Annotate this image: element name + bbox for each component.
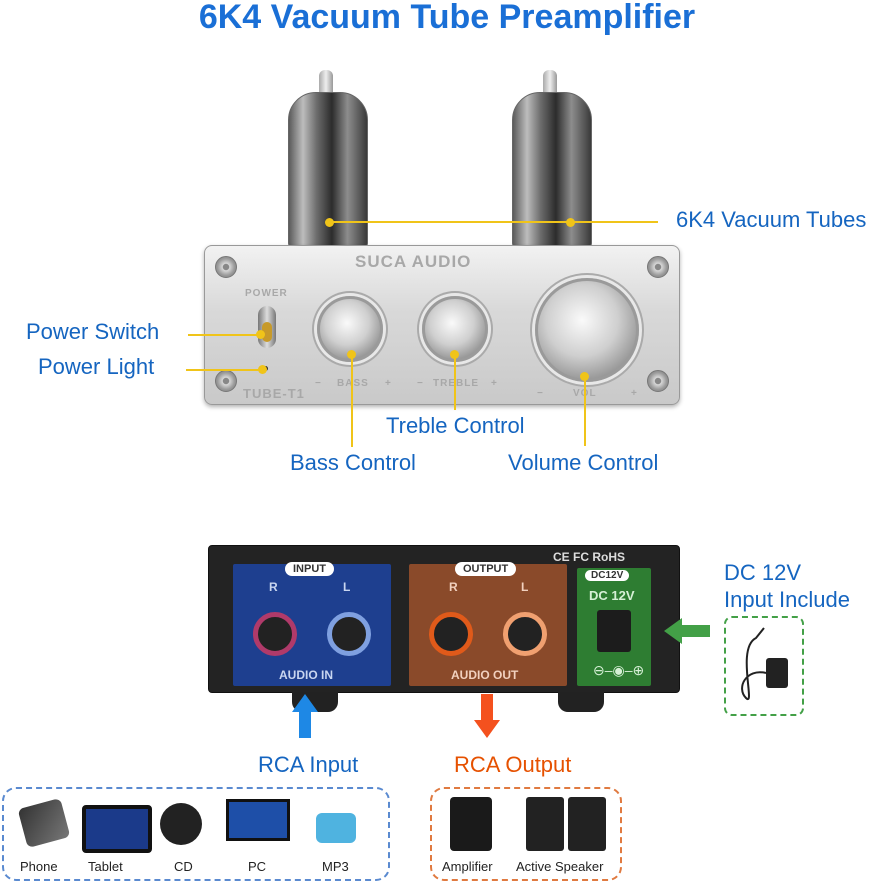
vol-plus: + [631, 388, 638, 399]
dc-power-jack[interactable] [597, 610, 631, 652]
source-devices-box: Phone Tablet CD PC MP3 [2, 787, 390, 881]
power-switch[interactable] [258, 306, 276, 348]
tube-tip-left [319, 70, 333, 96]
callout-tubes: 6K4 Vacuum Tubes [676, 207, 867, 232]
bass-minus: − [315, 378, 322, 389]
source-label-cd: CD [174, 859, 193, 874]
output-label-active-speaker: Active Speaker [516, 859, 604, 874]
rca-output-arrow-icon [474, 694, 500, 738]
bass-marker [347, 350, 356, 359]
back-panel: INPUT R L AUDIO IN OUTPUT R L AUDIO OUT … [208, 545, 680, 693]
vol-minus: − [537, 388, 544, 399]
foot [558, 692, 604, 712]
speaker-icon-right [568, 797, 606, 851]
power-label: POWER [245, 288, 288, 299]
output-devices-box: Amplifier Active Speaker [430, 787, 622, 881]
screw-icon [647, 256, 669, 278]
bass-leader [351, 355, 353, 447]
treble-marker [450, 350, 459, 359]
switch-lever [262, 322, 272, 342]
brand-label: SUCA AUDIO [355, 252, 472, 271]
callout-power-switch: Power Switch [26, 319, 160, 344]
page-title: 6K4 Vacuum Tube Preamplifier [198, 0, 696, 36]
input-r: R [269, 580, 278, 594]
power-light-leader [186, 369, 260, 371]
polarity-icon: ⊖–◉–⊕ [593, 662, 645, 678]
certification-marks: CE FC RoHS [553, 550, 625, 564]
input-panel: INPUT R L AUDIO IN [233, 562, 391, 686]
tube-leader-line [330, 221, 658, 223]
volume-knob[interactable] [535, 278, 639, 382]
rca-input-arrow-icon [292, 694, 318, 738]
bass-knob[interactable] [317, 296, 383, 362]
dc-panel: DC12V DC 12V ⊖–◉–⊕ [577, 568, 651, 686]
callout-power-light: Power Light [38, 354, 155, 379]
pc-icon [226, 799, 290, 841]
callout-bass: Bass Control [290, 450, 416, 475]
input-l: L [343, 580, 351, 594]
audio-in-label: AUDIO IN [279, 668, 333, 682]
power-switch-marker [256, 330, 265, 339]
output-label: OUTPUT [455, 562, 517, 576]
callout-rca-input: RCA Input [258, 752, 359, 777]
rca-input-right-jack[interactable] [253, 612, 297, 656]
dc-arrow-icon [664, 618, 710, 644]
mp3-player-icon [316, 813, 356, 843]
volume-leader [584, 376, 586, 446]
power-light-marker [258, 365, 267, 374]
rca-input-left-jack[interactable] [327, 612, 371, 656]
dc-label: DC12V [585, 570, 630, 581]
tablet-icon [82, 805, 152, 853]
power-adapter-icon [741, 627, 788, 701]
callout-rca-output: RCA Output [454, 752, 572, 777]
callout-dc-line1: DC 12V [724, 560, 802, 585]
rca-output-right-jack[interactable] [429, 612, 473, 656]
source-label-phone: Phone [20, 859, 58, 874]
dc-text: DC 12V [589, 588, 635, 603]
screw-icon [215, 256, 237, 278]
speaker-icon-left [526, 797, 564, 851]
callout-treble: Treble Control [386, 413, 525, 438]
amplifier-icon [450, 797, 492, 851]
volume-marker [580, 372, 589, 381]
screw-icon [215, 370, 237, 392]
callout-volume: Volume Control [508, 450, 659, 475]
input-label: INPUT [285, 562, 334, 576]
vacuum-tube-right [512, 92, 592, 249]
cd-player-icon [160, 803, 202, 845]
source-label-mp3: MP3 [322, 859, 349, 874]
output-label-amplifier: Amplifier [442, 859, 493, 874]
tube-marker-left [325, 218, 334, 227]
power-switch-leader [188, 334, 258, 336]
output-r: R [449, 580, 458, 594]
adapter-box [724, 616, 804, 716]
tube-tip-right [543, 70, 557, 96]
output-panel: OUTPUT R L AUDIO OUT [409, 562, 567, 686]
callout-dc-line2: Input Include [724, 587, 850, 612]
front-panel: SUCA AUDIO POWER TUBE-T1 − BASS + − TREB… [204, 245, 680, 405]
bass-plus: + [385, 378, 392, 389]
treble-leader [454, 355, 456, 410]
treble-plus: + [491, 378, 498, 389]
source-label-pc: PC [248, 859, 267, 874]
treble-minus: − [417, 378, 424, 389]
output-l: L [521, 580, 529, 594]
audio-out-label: AUDIO OUT [451, 668, 519, 682]
rca-output-left-jack[interactable] [503, 612, 547, 656]
phone-icon [17, 797, 71, 849]
treble-label: TREBLE [433, 378, 479, 389]
screw-icon [647, 370, 669, 392]
source-label-tablet: Tablet [88, 859, 123, 874]
model-label: TUBE-T1 [243, 386, 305, 401]
